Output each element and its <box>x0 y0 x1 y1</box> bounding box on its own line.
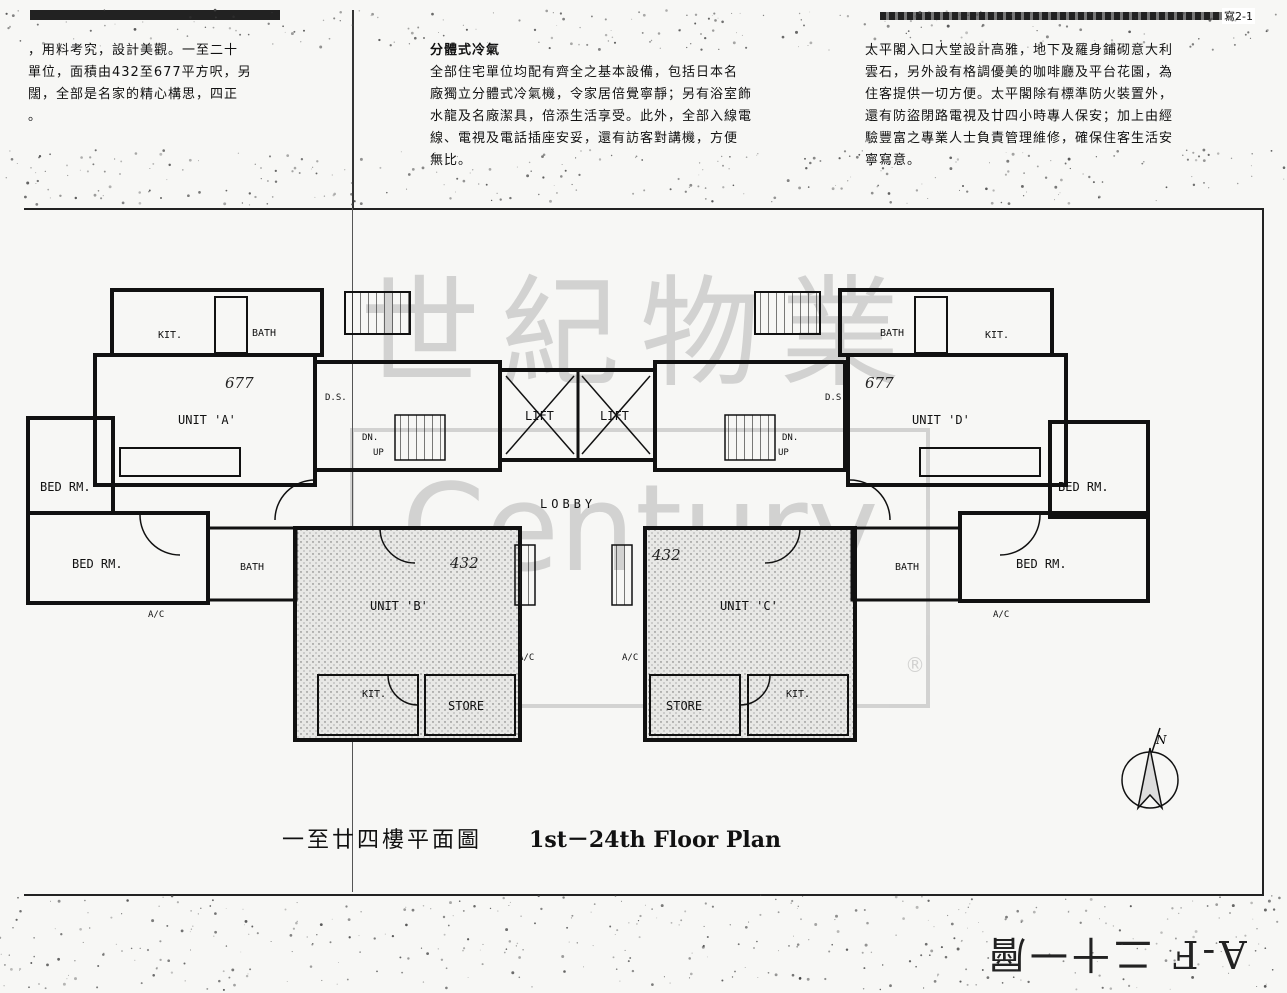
label-lobby: LOBBY <box>540 497 596 511</box>
balcony-right <box>754 291 821 335</box>
label-bed-rm-d1: BED RM. <box>1058 480 1109 494</box>
label-kit-b: KIT. <box>362 689 386 700</box>
label-unit-d: UNIT 'D' <box>912 413 970 427</box>
text-line: 還有防盜閉路電視及廿四小時專人保安；加上由經 <box>865 109 1174 124</box>
text-column-left: ，用料考究，設計美觀。一至二十 單位，面積由432至677平方呎，另 闊，全部是… <box>28 40 328 128</box>
unit-b-store <box>424 674 516 736</box>
text-line: ，用料考究，設計美觀。一至二十 <box>28 43 239 58</box>
label-bath-a2: BATH <box>240 562 264 573</box>
label-bed-rm-a1: BED RM. <box>40 480 91 494</box>
label-ac-c: A/C <box>622 653 638 663</box>
text-line: 太平閣入口大堂設計高雅，地下及羅身鋪砌意大利 <box>865 43 1174 58</box>
text-line: 雲石，另外設有格調優美的咖啡廳及平台花園，為 <box>865 65 1174 80</box>
text-column-right: 太平閣入口大堂設計高雅，地下及羅身鋪砌意大利 雲石，另外設有格調優美的咖啡廳及平… <box>865 40 1260 172</box>
label-ds-right: D.S. <box>825 393 847 403</box>
label-ac-a: A/C <box>148 610 164 620</box>
text-line: 無比。 <box>430 153 473 168</box>
text-line: 全部住宅單位均配有齊全之基本設備，包括日本名 <box>430 65 739 80</box>
area-unit-b: 432 <box>449 554 479 572</box>
unit-a-bath-2 <box>206 526 298 602</box>
plan-caption: 一至廿四樓平面圖 1st－24th Floor Plan <box>282 822 781 854</box>
text-line: 。 <box>28 109 43 124</box>
label-unit-c: UNIT 'C' <box>720 599 778 613</box>
page-tag: 寫2-1 <box>1222 8 1255 24</box>
unit-c <box>643 526 857 742</box>
label-unit-a: UNIT 'A' <box>178 413 236 427</box>
label-lift-1: LIFT <box>525 409 554 423</box>
label-store-c: STORE <box>666 699 702 713</box>
watermark-cn: 世紀物業 <box>360 265 920 404</box>
core <box>313 360 847 472</box>
label-bath-d: BATH <box>880 328 904 339</box>
label-bed-rm-d2: BED RM. <box>1016 557 1067 571</box>
unit-d-bath-2 <box>850 526 962 602</box>
label-kit-d: KIT. <box>985 330 1009 341</box>
text-line: 廠獨立分體式冷氣機，令家居倍覺寧靜；另有浴室飾 <box>430 87 753 102</box>
area-unit-d: 677 <box>865 374 894 392</box>
text-line: 闊，全部是名家的精心構思，四正 <box>28 87 239 102</box>
stair-right <box>724 414 776 461</box>
header-strip-right <box>880 12 1255 20</box>
handwritten-note: A-F 二十一層 <box>984 932 1247 976</box>
label-dn-right: DN. <box>782 433 798 443</box>
text-line: 寧寫意。 <box>865 153 922 168</box>
label-bath-a: BATH <box>252 328 276 339</box>
label-dn-left: DN. <box>362 433 378 443</box>
label-ds-left: D.S. <box>325 393 347 403</box>
vent-right <box>611 544 633 606</box>
label-unit-b: UNIT 'B' <box>370 599 428 613</box>
text-column-middle: 分體式冷氣 全部住宅單位均配有齊全之基本設備，包括日本名 廠獨立分體式冷氣機，令… <box>430 40 810 172</box>
column-divider-left <box>352 10 354 210</box>
north-arrow-icon <box>1121 727 1179 811</box>
area-unit-a: 677 <box>225 374 254 392</box>
label-ac-d: A/C <box>993 610 1009 620</box>
label-bed-rm-a2: BED RM. <box>72 557 123 571</box>
text-line: 線、電視及電話插座安妥，還有訪客對講機，方便 <box>430 131 739 146</box>
label-kit-c: KIT. <box>786 689 810 700</box>
stair-left <box>394 414 446 461</box>
north-label: N <box>1155 733 1167 747</box>
label-ac-b: A/C <box>518 653 534 663</box>
header-strip-left <box>30 10 280 20</box>
label-up-left: UP <box>373 448 384 458</box>
vent-left <box>514 544 536 606</box>
area-unit-c: 432 <box>651 546 681 564</box>
label-up-right: UP <box>778 448 789 458</box>
unit-b <box>293 526 522 742</box>
label-kit-a: KIT. <box>158 330 182 341</box>
text-line: 單位，面積由432至677平方呎，另 <box>28 65 252 80</box>
text-line: 水龍及名廠潔具，倍添生活享受。此外，全部入線電 <box>430 109 753 124</box>
unit-c-kitchen <box>747 674 849 736</box>
caption-english: 1st－24th Floor Plan <box>529 827 782 853</box>
text-line: 驗豐富之專業人士負責管理維修，確保住客生活安 <box>865 131 1174 146</box>
door-swings <box>139 479 1041 706</box>
label-bath-d2: BATH <box>895 562 919 573</box>
registered-mark: ® <box>905 653 925 677</box>
caption-chinese: 一至廿四樓平面圖 <box>282 828 483 853</box>
text-line: 住客提供一切方便。太平閣除有標準防火裝置外， <box>865 87 1174 102</box>
floor-plan-frame <box>24 208 1264 896</box>
label-store-b: STORE <box>448 699 484 713</box>
balcony-left <box>344 291 411 335</box>
label-lift-2: LIFT <box>600 409 629 423</box>
